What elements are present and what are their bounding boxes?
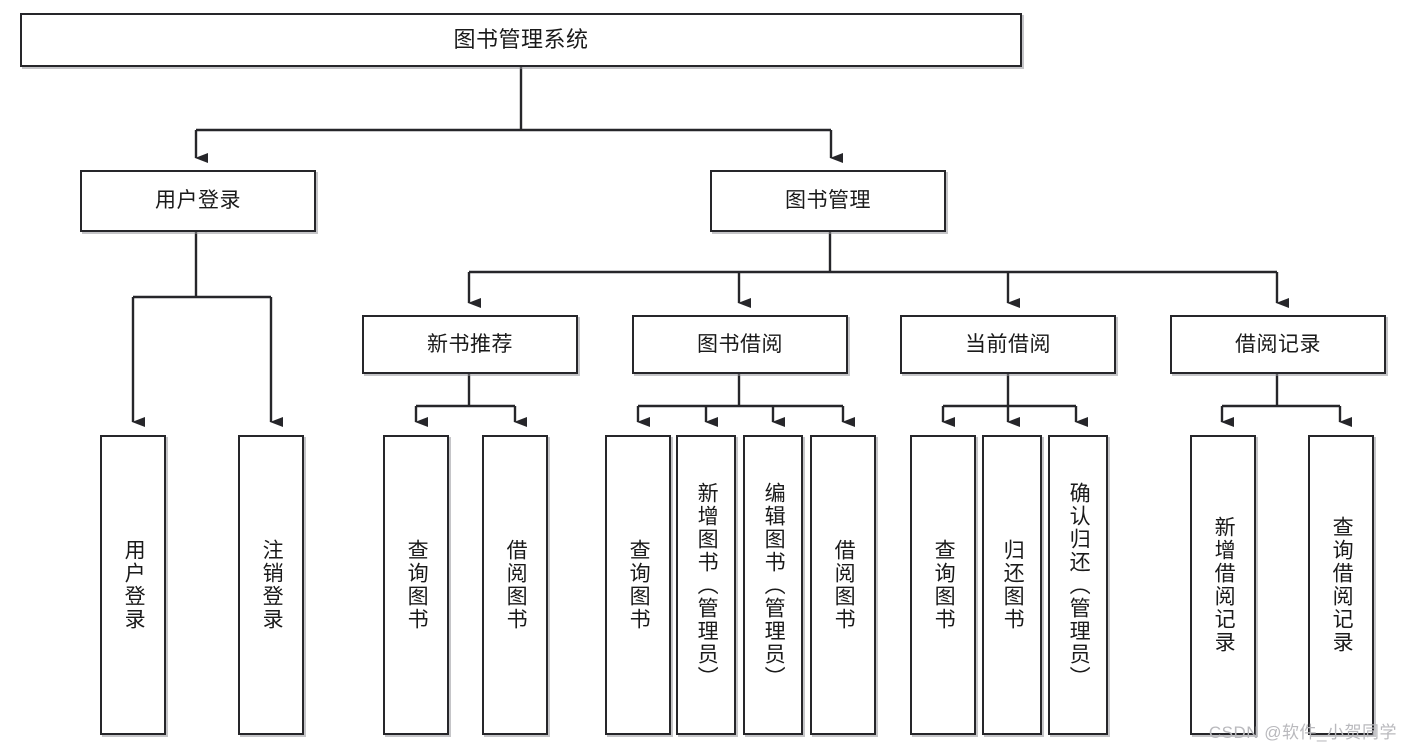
leaf-query-borrow-record[interactable]: 查询借阅记录 (1308, 435, 1374, 735)
node-root-system[interactable]: 图书管理系统 (20, 13, 1022, 67)
leaf-borrow-book[interactable]: 借阅图书 (810, 435, 876, 735)
node-user-login[interactable]: 用户登录 (80, 170, 316, 232)
leaf-logout-login[interactable]: 注销登录 (238, 435, 304, 735)
leaf-add-book-admin[interactable]: 新增图书（管理员） (676, 435, 736, 735)
leaf-borrow-book-rec[interactable]: 借阅图书 (482, 435, 548, 735)
node-new-book-recommend[interactable]: 新书推荐 (362, 315, 578, 374)
leaf-edit-book-admin[interactable]: 编辑图书（管理员） (743, 435, 803, 735)
node-book-manage[interactable]: 图书管理 (710, 170, 946, 232)
node-label: 注销登录 (260, 539, 284, 631)
node-current-borrow[interactable]: 当前借阅 (900, 315, 1116, 374)
node-book-borrow[interactable]: 图书借阅 (632, 315, 848, 374)
node-label: 图书管理系统 (453, 26, 589, 52)
leaf-query-book-borrow[interactable]: 查询图书 (605, 435, 671, 735)
node-label: 确认归还（管理员） (1067, 481, 1091, 689)
node-label: 当前借阅 (965, 332, 1051, 356)
leaf-query-book-current[interactable]: 查询图书 (910, 435, 976, 735)
leaf-return-book[interactable]: 归还图书 (982, 435, 1042, 735)
node-label: 借阅图书 (832, 539, 856, 631)
node-label: 新书推荐 (427, 332, 513, 356)
node-label: 查询图书 (405, 539, 429, 631)
leaf-query-book-rec[interactable]: 查询图书 (383, 435, 449, 735)
node-label: 新增借阅记录 (1212, 516, 1236, 654)
node-borrow-record[interactable]: 借阅记录 (1170, 315, 1386, 374)
leaf-confirm-return-admin[interactable]: 确认归还（管理员） (1048, 435, 1108, 735)
node-label: 查询图书 (932, 539, 956, 631)
watermark-text: CSDN @软件_小贺同学 (1208, 723, 1397, 742)
node-label: 借阅记录 (1235, 332, 1321, 356)
node-label: 归还图书 (1001, 539, 1025, 631)
leaf-add-borrow-record[interactable]: 新增借阅记录 (1190, 435, 1256, 735)
node-label: 查询图书 (627, 539, 651, 631)
node-label: 图书借阅 (697, 332, 783, 356)
node-label: 图书管理 (785, 189, 871, 213)
node-label: 用户登录 (155, 189, 241, 213)
node-label: 借阅图书 (504, 539, 528, 631)
node-label: 编辑图书（管理员） (762, 481, 786, 689)
node-label: 查询借阅记录 (1330, 516, 1354, 654)
node-label: 新增图书（管理员） (695, 481, 719, 689)
node-label: 用户登录 (122, 539, 146, 631)
leaf-user-login[interactable]: 用户登录 (100, 435, 166, 735)
